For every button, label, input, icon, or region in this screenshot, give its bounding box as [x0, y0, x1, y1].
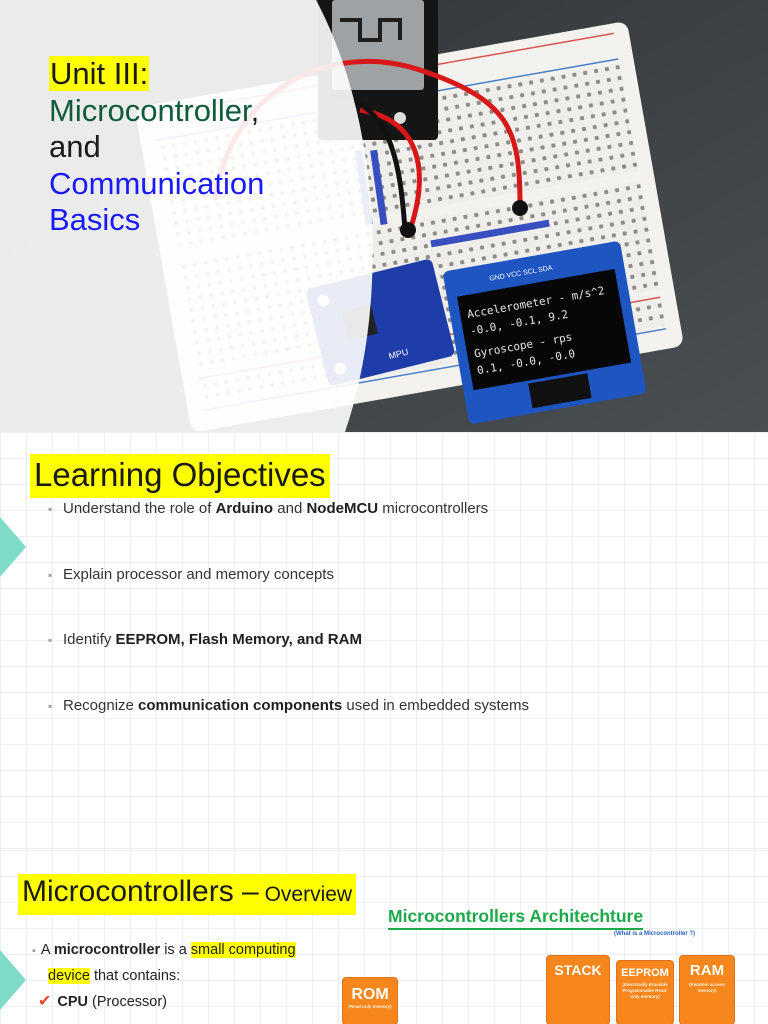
objective-item-4: ▪ Recognize communication components use… — [48, 696, 530, 714]
objective-item-3: ▪ Identify EEPROM, Flash Memory, and RAM — [48, 631, 362, 649]
title-overlay-shape — [0, 0, 373, 432]
bullet-icon: ▪ — [48, 698, 53, 713]
teal-arrow-icon — [0, 517, 26, 577]
bullet-icon: ▪ — [48, 567, 53, 582]
title-slide: MPU GND VCC SCL SDA Accelerometer - m/s^… — [0, 0, 768, 432]
bullet-icon: ▪ — [48, 633, 53, 648]
bullet-icon: ▪ — [48, 502, 53, 516]
overview-intro-cont: device that contains: — [48, 968, 181, 984]
architecture-title: Microcontrollers Architechture — [388, 906, 644, 930]
overview-intro-line: ▪A microcontroller is a small computing — [32, 942, 296, 958]
title-basics: Basics — [49, 202, 141, 237]
bullet-icon: ▪ — [32, 945, 36, 957]
objectives-list: ▪ Understand the role of Arduino and Nod… — [48, 500, 529, 762]
checkmark-icon: ✔ — [38, 993, 52, 1010]
stack-box: STACK — [546, 955, 610, 1024]
title-comma: , — [250, 92, 260, 128]
title-unit: Unit III: — [49, 56, 150, 91]
learning-objectives-slide: Learning Objectives ▪ Understand the rol… — [0, 432, 768, 850]
teal-arrow-icon — [0, 950, 26, 1010]
title-and: and — [49, 129, 101, 164]
title-communication: Communication — [49, 165, 265, 201]
title-microcontroller: Microcontroller — [49, 92, 251, 128]
rom-box: ROM (Read only memory) — [342, 977, 398, 1024]
ram-box: RAM (Random access memory) — [679, 955, 735, 1024]
cpu-item: ✔CPU (Processor) — [38, 993, 167, 1010]
architecture-subtitle: (What is a Microcontroller ?) — [614, 931, 696, 937]
eeprom-box: EEPROM (Electrically Erasable Programmab… — [616, 960, 674, 1024]
overview-text: ▪A microcontroller is a small computing … — [32, 938, 296, 1015]
learning-objectives-heading: Learning Objectives — [30, 454, 330, 498]
oled-display: GND VCC SCL SDA Accelerometer - m/s^2 -0… — [443, 241, 646, 424]
slide-title: Unit III: Microcontroller, and Communica… — [49, 56, 264, 239]
overview-heading: Microcontrollers – Overview — [18, 874, 357, 915]
objective-item-2: ▪ Explain processor and memory concepts — [48, 565, 334, 583]
objective-item-1: ▪ Understand the role of Arduino and Nod… — [48, 500, 489, 517]
svg-text:MPU: MPU — [388, 347, 410, 362]
microcontrollers-overview-slide: Microcontrollers – Overview ▪A microcont… — [0, 850, 768, 1024]
